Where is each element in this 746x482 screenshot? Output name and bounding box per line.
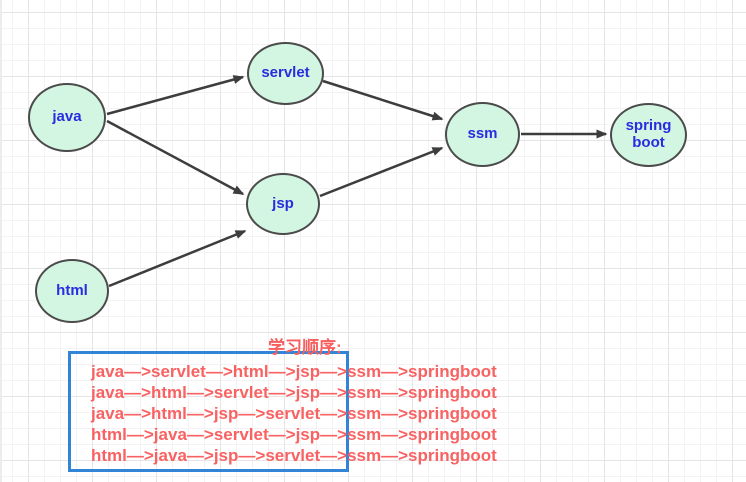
edge-jsp-ssm[interactable]: [319, 146, 444, 198]
learning-order-list: java—>servlet—>html—>jsp—>ssm—>springboo…: [91, 361, 497, 466]
learning-sequence-1: java—>servlet—>html—>jsp—>ssm—>springboo…: [91, 362, 497, 381]
node-label: java: [52, 108, 82, 126]
node-java[interactable]: java: [28, 83, 106, 152]
learning-order-title: 学习顺序:: [268, 338, 342, 357]
node-html[interactable]: html: [35, 259, 109, 323]
edge-servlet-ssm[interactable]: [322, 79, 444, 121]
node-jsp[interactable]: jsp: [246, 173, 320, 235]
node-label: html: [56, 281, 88, 299]
edge-java-servlet[interactable]: [106, 75, 245, 116]
edge-html-jsp[interactable]: [108, 229, 247, 288]
node-ssm[interactable]: ssm: [445, 102, 520, 167]
node-springboot[interactable]: spring boot: [610, 103, 687, 167]
learning-order-box: [68, 351, 349, 472]
learning-sequence-4: html—>java—>servlet—>jsp—>ssm—>springboo…: [91, 425, 497, 444]
node-label: jsp: [272, 194, 294, 212]
node-label: servlet: [261, 64, 310, 82]
edge-java-jsp[interactable]: [106, 119, 245, 196]
node-label: ssm: [467, 125, 498, 143]
learning-sequence-5: html—>java—>jsp—>servlet—>ssm—>springboo…: [91, 446, 497, 465]
learning-sequence-3: java—>html—>jsp—>servlet—>ssm—>springboo…: [91, 404, 497, 423]
node-servlet[interactable]: servlet: [247, 42, 324, 105]
learning-sequence-2: java—>html—>servlet—>jsp—>ssm—>springboo…: [91, 383, 497, 402]
node-label: spring boot: [625, 117, 672, 151]
